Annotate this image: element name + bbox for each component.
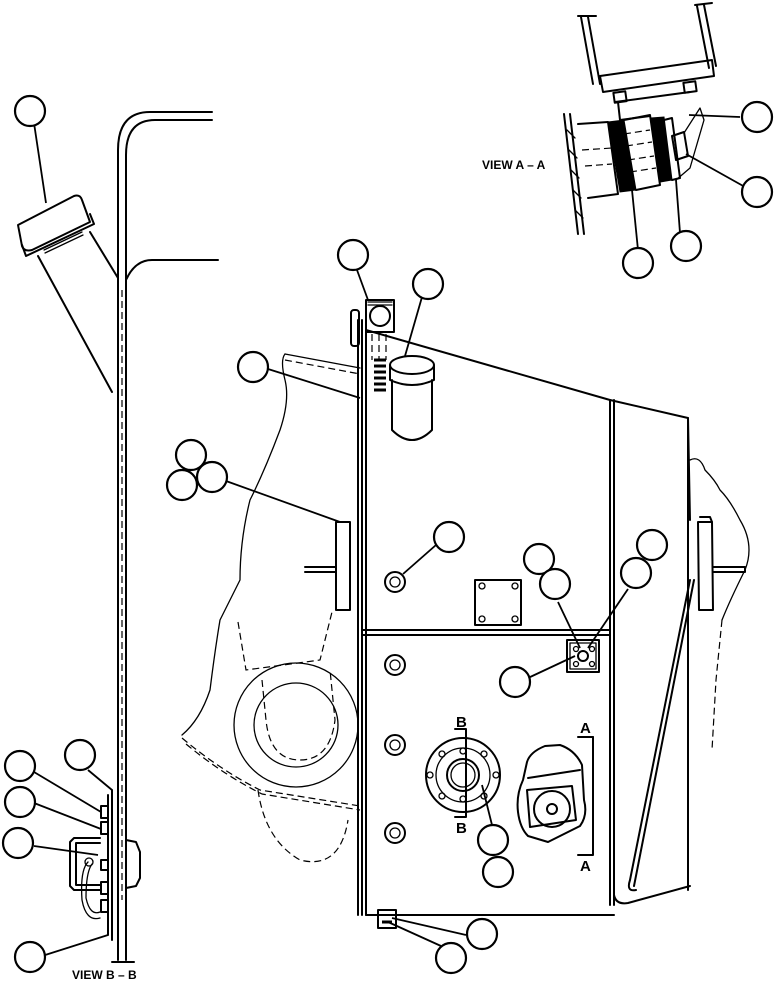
callout-bubble [740,100,774,134]
callout-bubble [1,826,35,860]
callout-bubble [740,175,774,209]
callout-bubble [3,749,37,783]
side-profile [17,111,219,916]
callout-bubble [165,468,199,502]
callout-bubble [13,940,47,974]
callout-bubbles [1,94,774,975]
callout-bubble [635,528,669,562]
background-housing [181,353,750,863]
breather-valve [365,299,395,392]
callout-bubble [3,785,37,819]
section-a-top: A [580,720,591,737]
callout-bubble [476,823,510,857]
flange-b [425,728,501,818]
filler-cap-left [17,194,95,257]
callout-bubble [522,542,556,576]
callout-bubble [411,267,445,301]
fitting-a [516,736,594,856]
callout-bubble [481,855,515,889]
view-b-caption: VIEW B – B [72,968,137,982]
callout-bubble [13,94,47,128]
callout-bubble [336,238,370,272]
section-b-top: B [456,714,467,731]
callout-bubble [538,567,572,601]
view-a-a: VIEW A – A [482,2,717,235]
view-b-b: VIEW B – B [69,789,141,982]
callout-bubble [498,665,532,699]
fuel-tank [304,299,746,929]
callout-bubble [619,556,653,590]
leader-lines [33,114,746,957]
section-b-bottom: B [456,820,467,837]
callout-bubble [669,229,703,263]
section-a-bottom: A [580,858,591,875]
filler-cap-main [389,355,435,441]
callout-bubble [195,460,229,494]
callout-bubble [621,246,655,280]
callout-bubble [174,438,208,472]
callout-bubble [432,520,466,554]
callout-bubble [465,917,499,951]
callout-bubble [63,738,97,772]
callout-bubble [434,941,468,975]
view-a-caption: VIEW A – A [482,158,546,172]
callout-bubble [236,350,270,384]
section-markers: B B A A [456,714,591,875]
